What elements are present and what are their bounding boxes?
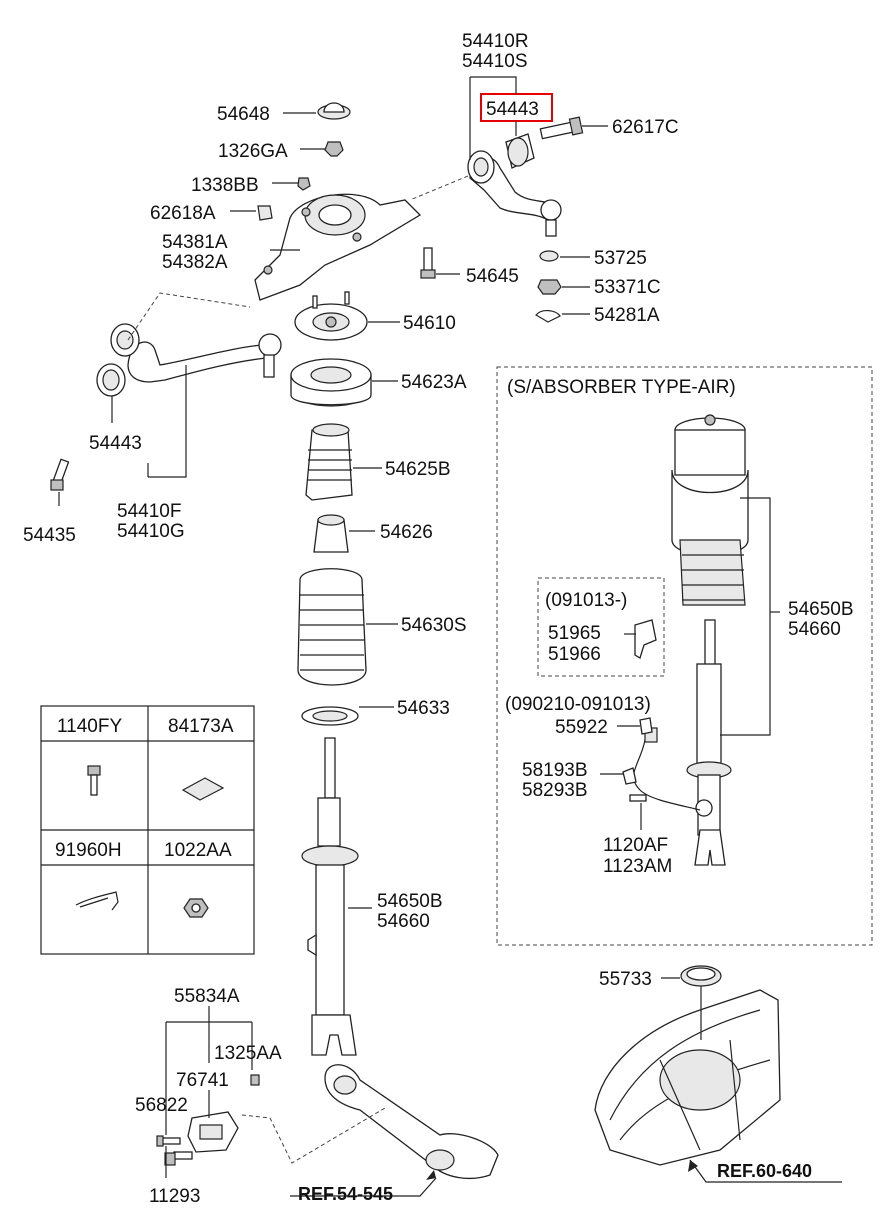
dust-cover-54630S <box>297 568 367 686</box>
ref-arrow-left <box>426 1170 436 1180</box>
label-55922: 55922 <box>555 717 608 738</box>
label-58293B: 58293B <box>522 780 588 801</box>
label-54435: 54435 <box>23 525 76 546</box>
label-54650B: 54650B <box>377 891 443 912</box>
label-54630S: 54630S <box>401 615 467 636</box>
lower-control-arm <box>324 1064 499 1180</box>
label-76741: 76741 <box>176 1070 229 1091</box>
ref-label-60-640: REF.60-640 <box>717 1161 812 1181</box>
table-cell-1140FY: 1140FY <box>57 716 122 737</box>
label-1325AA: 1325AA <box>214 1043 282 1064</box>
leader-lines <box>58 76 842 1197</box>
bump-stopper-54625B <box>305 423 353 501</box>
table-cell-1022AA: 1022AA <box>164 840 232 861</box>
label-54443-left: 54443 <box>89 433 142 454</box>
bolt-11293 <box>164 1151 193 1166</box>
label-54382A: 54382A <box>162 252 228 273</box>
nut-1338BB <box>297 177 311 191</box>
label-54645: 54645 <box>466 266 519 287</box>
bolt-54435 <box>50 458 70 491</box>
ref-label-54-545: REF.54-545 <box>298 1184 393 1204</box>
air-type-box <box>496 366 873 946</box>
label-54626: 54626 <box>380 522 433 543</box>
label-54410F: 54410F <box>117 501 181 522</box>
range-label: (090210-091013) <box>505 694 651 715</box>
label-54660: 54660 <box>377 911 430 932</box>
label-54633: 54633 <box>397 698 450 719</box>
upper-control-arm-right <box>467 150 562 237</box>
nut-53371C <box>537 279 562 295</box>
table-icon-91960H <box>75 891 119 911</box>
label-62617C: 62617C <box>612 117 679 138</box>
bracket-51965 <box>634 619 657 659</box>
air-shock-assembly <box>671 414 749 866</box>
spring-pad-54633 <box>301 706 359 726</box>
label-55834A: 55834A <box>174 986 240 1007</box>
bushing-54443-top <box>505 133 535 169</box>
label-62618A: 62618A <box>150 203 216 224</box>
sub-box-091013 <box>537 577 665 677</box>
label-1338BB: 1338BB <box>191 175 259 196</box>
ref-arrow-right <box>688 1160 698 1172</box>
fender-apron <box>594 989 781 1166</box>
plug-55733 <box>680 965 722 987</box>
label-51965: 51965 <box>548 623 601 644</box>
label-11293: 11293 <box>149 1186 200 1207</box>
table-icon-84173A <box>181 777 225 801</box>
label-1120AF: 1120AF <box>603 835 668 856</box>
table-icon-1140FY <box>87 765 101 796</box>
label-54381A: 54381A <box>162 232 228 253</box>
label-54281A: 54281A <box>594 305 660 326</box>
upper-bracket-54381A <box>254 193 422 301</box>
pin-54281A <box>535 310 561 323</box>
label-56822: 56822 <box>135 1095 188 1116</box>
air-box-title: (S/ABSORBER TYPE-AIR) <box>507 377 736 398</box>
label-54410R: 54410R <box>462 31 529 52</box>
label-1123AM: 1123AM <box>603 856 672 877</box>
bolt-62617C <box>539 116 584 140</box>
label-air-54660: 54660 <box>788 619 841 640</box>
shock-absorber-54650B <box>301 737 359 1056</box>
bolt-54645 <box>420 247 436 279</box>
nut-1326GA <box>324 141 344 157</box>
label-53371C: 53371C <box>594 277 661 298</box>
table-icon-1022AA <box>183 898 209 918</box>
height-sensor-76741 <box>187 1111 239 1153</box>
label-53725: 53725 <box>594 248 647 269</box>
label-54410G: 54410G <box>117 521 185 542</box>
upper-control-arm-left <box>110 323 282 383</box>
table-cell-91960H: 91960H <box>55 840 122 861</box>
label-54623A: 54623A <box>401 372 467 393</box>
parts-table <box>40 705 255 955</box>
washer-53725 <box>539 250 559 262</box>
mount-54610 <box>294 291 368 341</box>
clip-55922 <box>639 717 653 735</box>
label-54410S: 54410S <box>462 51 528 72</box>
sub-box-title: (091013-) <box>545 590 627 611</box>
label-54610: 54610 <box>403 313 456 334</box>
spring-seat-54623A <box>290 358 372 407</box>
label-51966: 51966 <box>548 644 601 665</box>
label-58193B: 58193B <box>522 760 588 781</box>
cap-54648 <box>317 102 351 120</box>
label-54648: 54648 <box>217 104 270 125</box>
stopper-54626 <box>313 514 349 553</box>
label-1326GA: 1326GA <box>218 141 288 162</box>
clip-62618A <box>257 205 273 221</box>
table-cell-84173A: 84173A <box>168 716 234 737</box>
bushing-54443-left <box>96 363 126 397</box>
label-55733: 55733 <box>599 969 652 990</box>
label-54625B: 54625B <box>385 459 451 480</box>
nut-1325AA <box>250 1074 260 1086</box>
bolt-56822 <box>156 1135 181 1147</box>
label-54443-top: 54443 <box>486 99 539 120</box>
label-air-54650B: 54650B <box>788 599 854 620</box>
